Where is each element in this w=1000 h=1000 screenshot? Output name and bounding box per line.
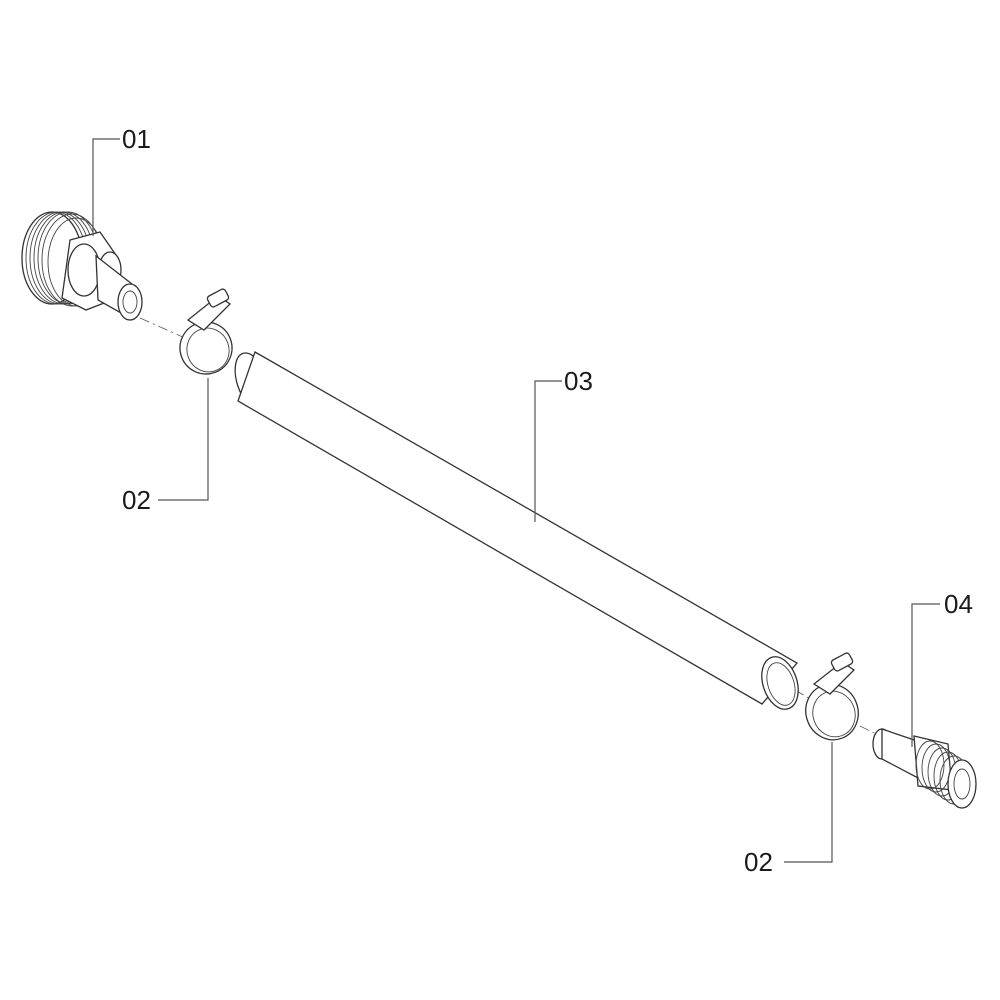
part-01-threaded-adapter [21, 211, 143, 321]
leader-03 [534, 380, 562, 522]
part-02-hose-clamp-top [179, 288, 233, 375]
part-04-threaded-nipple [872, 728, 977, 809]
leader-04 [911, 603, 940, 747]
part-03-hose [234, 351, 799, 710]
callout-03: 03 [564, 366, 593, 396]
callout-04: 04 [944, 589, 973, 619]
callout-01: 01 [122, 124, 151, 154]
leader-02-top [158, 378, 209, 501]
callout-02-top: 02 [122, 485, 151, 515]
leader-02-bottom [784, 742, 833, 863]
leader-01 [92, 138, 120, 236]
callout-02-bottom: 02 [744, 847, 773, 877]
part-02-hose-clamp-bottom [805, 652, 859, 741]
center-axis [139, 317, 881, 737]
